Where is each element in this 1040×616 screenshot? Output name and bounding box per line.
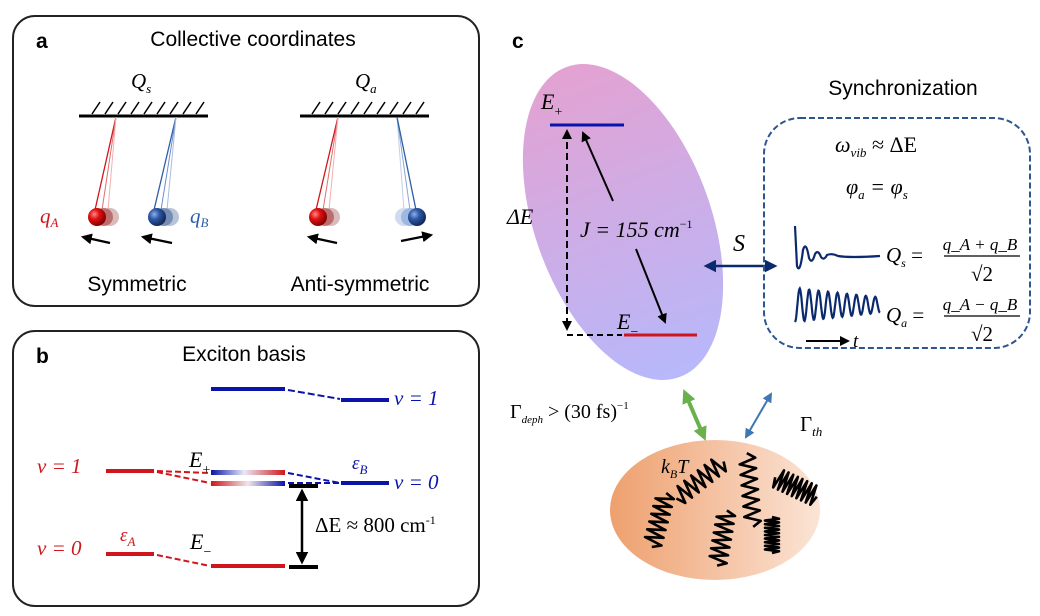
connector-eB-upper — [287, 472, 341, 484]
v0-right-label: v = 0 — [394, 470, 439, 494]
arrow-left-qA — [80, 233, 111, 245]
J-arrow-down — [635, 248, 667, 324]
symmetric-caption: Symmetric — [87, 273, 186, 296]
panel-b-frame — [12, 330, 480, 607]
Qs-denominator: √2 — [971, 262, 993, 286]
qa-label: Qa — [355, 69, 377, 96]
delta-E-label-c: ΔE — [506, 204, 534, 229]
v0-left-label: v = 0 — [37, 536, 82, 560]
gamma-th-label: Γth — [800, 412, 822, 439]
E-plus-label-b: E+ — [188, 447, 210, 478]
Qs-lhs: Qs = — [886, 243, 923, 270]
connector-eA-v0 — [156, 554, 211, 567]
panel-b-letter: b — [36, 345, 49, 368]
sync-box — [763, 117, 1031, 349]
exciton-ellipse — [522, 64, 724, 380]
Qs-waveform — [793, 225, 881, 270]
gamma-deph-label: Γdeph > (30 fs)−1 — [510, 400, 629, 426]
eps-A-label: εA — [120, 525, 136, 549]
omega-equation: ωvib ≈ ΔE — [835, 132, 917, 160]
spring-icon — [738, 451, 762, 528]
ceiling-left — [79, 101, 208, 118]
panel-a-title: Collective coordinates — [150, 28, 355, 51]
pendulum-qB-antisymmetric — [395, 116, 426, 226]
panel-a-letter: a — [36, 30, 48, 53]
pendulum-qA-symmetric — [88, 116, 119, 226]
connector-eA-lower — [156, 471, 211, 484]
phi-equation: φa = φs — [846, 174, 908, 202]
pendulum-qB-symmetric — [148, 116, 179, 226]
spring-icon — [708, 509, 737, 567]
antisymmetric-caption: Anti-symmetric — [291, 273, 430, 296]
level-E-plus-lower — [211, 481, 285, 486]
panel-a: a Collective coordinates Qs — [12, 15, 480, 307]
E-minus-label-b: E− — [189, 529, 211, 560]
panel-c: c E+ E− ΔE J = 155 cm−1 S Synchronizatio… — [506, 30, 1031, 580]
panel-a-frame — [12, 15, 480, 307]
v1-right-label: v = 1 — [394, 386, 439, 410]
qA-label: qA — [40, 204, 59, 230]
bath-springs — [643, 451, 818, 567]
eps-B-label: εB — [352, 453, 368, 477]
pendulum-qA-antisymmetric — [309, 116, 340, 226]
E-minus-label-c: E− — [616, 309, 638, 340]
spring-icon — [675, 458, 728, 505]
ceiling-right — [300, 101, 429, 118]
v1-left-label: v = 1 — [37, 454, 82, 478]
E-plus-label-c: E+ — [540, 89, 562, 120]
arrow-left-qB — [140, 233, 173, 245]
panel-b: b Exciton basis v = 1 v = 1 E+ εB v = 0 … — [12, 330, 480, 607]
S-label: S — [733, 231, 745, 257]
qB-label: qB — [190, 204, 209, 230]
Qa-waveform — [793, 286, 881, 323]
spring-icon — [763, 515, 781, 555]
spring-icon — [643, 491, 676, 549]
time-label: t — [853, 331, 859, 352]
dephasing-arrow — [682, 389, 707, 441]
J-coupling-label: J = 155 cm−1 — [580, 217, 693, 242]
Qa-numerator: q_A − q_B — [943, 295, 1018, 314]
panel-c-letter: c — [512, 30, 524, 53]
Qs-numerator: q_A + q_B — [943, 235, 1018, 254]
thermal-coupling-arrow — [744, 392, 773, 439]
spring-icon — [771, 469, 818, 506]
arrow-left-qA-anti — [306, 233, 338, 245]
qs-label: Qs — [131, 69, 151, 96]
J-arrow-up — [581, 131, 614, 202]
arrow-right-qB-anti — [400, 231, 434, 243]
delta-E-label-b: ΔE ≈ 800 cm-1 — [315, 513, 436, 537]
sync-title: Synchronization — [828, 77, 977, 100]
panel-b-title: Exciton basis — [182, 343, 306, 366]
kBT-label: kBT — [661, 456, 690, 481]
level-E-plus-upper — [211, 470, 285, 475]
connector-v1 — [287, 389, 341, 400]
Qa-lhs: Qa = — [886, 303, 924, 330]
Qa-denominator: √2 — [971, 322, 993, 346]
